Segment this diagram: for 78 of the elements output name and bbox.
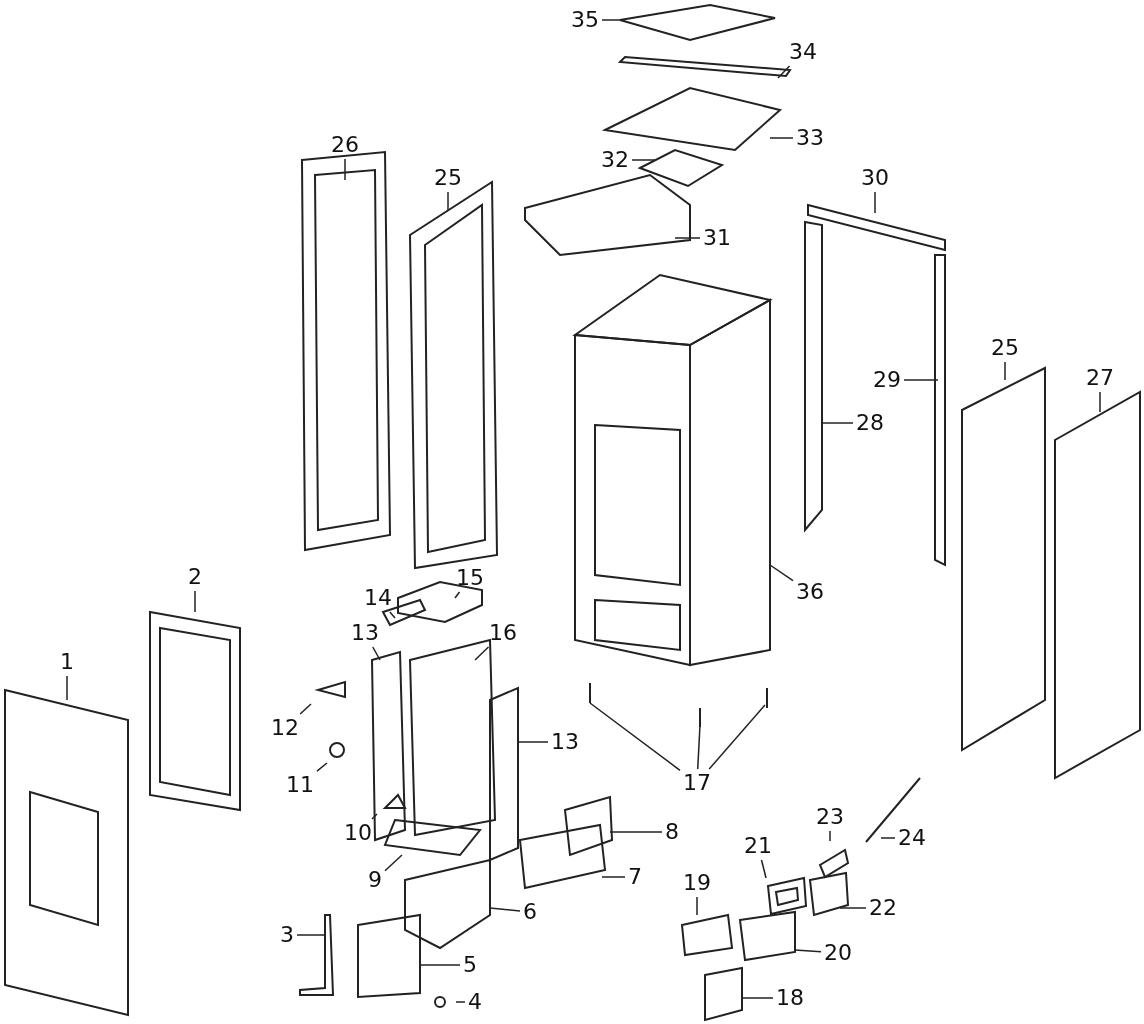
leader-line bbox=[903, 379, 939, 381]
callout-number: 4 bbox=[468, 990, 482, 1014]
callout-number: 33 bbox=[796, 126, 824, 150]
callout-number: 31 bbox=[703, 226, 731, 250]
callout-number: 19 bbox=[683, 871, 711, 895]
callout-number: 13 bbox=[551, 730, 579, 754]
callout-number: 18 bbox=[776, 986, 804, 1010]
leader-line bbox=[454, 591, 461, 599]
callout-number: 6 bbox=[523, 900, 537, 924]
leader-line bbox=[1099, 391, 1101, 413]
leader-line bbox=[589, 702, 681, 772]
leader-line bbox=[296, 934, 326, 936]
leader-line bbox=[674, 237, 701, 239]
leader-line bbox=[517, 741, 549, 743]
leader-line bbox=[384, 854, 403, 872]
callout-number: 32 bbox=[601, 148, 629, 172]
leader-line bbox=[371, 813, 378, 820]
callout-number: 26 bbox=[331, 133, 359, 157]
leader-line bbox=[447, 191, 449, 211]
callout-number: 9 bbox=[368, 868, 382, 892]
callout-number: 30 bbox=[861, 166, 889, 190]
leader-line bbox=[696, 724, 701, 770]
leader-line bbox=[794, 949, 822, 953]
callout-number: 8 bbox=[665, 820, 679, 844]
leader-line bbox=[601, 19, 626, 21]
leader-line bbox=[194, 590, 196, 613]
callout-number: 24 bbox=[898, 826, 926, 850]
leader-line bbox=[631, 159, 656, 161]
callout-number: 2 bbox=[188, 565, 202, 589]
callout-number: 28 bbox=[856, 411, 884, 435]
callout-number: 15 bbox=[456, 566, 484, 590]
leader-line bbox=[601, 876, 626, 878]
callout-number: 29 bbox=[873, 368, 901, 392]
callout-number: 20 bbox=[824, 941, 852, 965]
leader-line bbox=[66, 675, 68, 701]
callout-number: 36 bbox=[796, 580, 824, 604]
leader-line bbox=[455, 1001, 466, 1003]
leader-line bbox=[839, 907, 867, 909]
leader-line bbox=[777, 65, 791, 79]
callout-number: 12 bbox=[271, 716, 299, 740]
leader-line bbox=[829, 830, 831, 842]
leader-line bbox=[344, 158, 346, 181]
leader-line bbox=[769, 137, 794, 139]
callout-number: 11 bbox=[286, 773, 314, 797]
callout-number: 17 bbox=[683, 771, 711, 795]
leader-line bbox=[316, 762, 328, 772]
leader-line bbox=[821, 422, 854, 424]
callout-number: 3 bbox=[280, 923, 294, 947]
callout-number: 5 bbox=[463, 953, 477, 977]
leader-line bbox=[741, 997, 774, 999]
callout-number: 27 bbox=[1086, 366, 1114, 390]
leader-line bbox=[609, 831, 663, 833]
leader-line bbox=[489, 907, 521, 912]
callout-number: 25 bbox=[434, 166, 462, 190]
callout-number: 14 bbox=[364, 586, 392, 610]
leader-line bbox=[708, 704, 766, 770]
callout-number: 23 bbox=[816, 805, 844, 829]
callout-number: 1 bbox=[60, 650, 74, 674]
leader-line bbox=[760, 859, 767, 879]
leader-line bbox=[1004, 361, 1006, 381]
leader-line bbox=[874, 191, 876, 214]
callout-number: 21 bbox=[744, 834, 772, 858]
leader-line bbox=[372, 646, 381, 661]
leader-line bbox=[474, 646, 490, 661]
leader-line bbox=[880, 837, 896, 839]
callout-number: 16 bbox=[489, 621, 517, 645]
callout-number: 35 bbox=[571, 8, 599, 32]
callout-number: 25 bbox=[991, 336, 1019, 360]
leader-line bbox=[769, 564, 794, 582]
callout-number: 10 bbox=[344, 821, 372, 845]
callout-number: 7 bbox=[628, 865, 642, 889]
callout-number: 34 bbox=[789, 40, 817, 64]
callout-number: 13 bbox=[351, 621, 379, 645]
callout-number: 22 bbox=[869, 896, 897, 920]
leader-line bbox=[389, 611, 396, 619]
leader-line bbox=[299, 703, 312, 715]
leader-line bbox=[419, 964, 461, 966]
leader-line bbox=[696, 896, 698, 916]
